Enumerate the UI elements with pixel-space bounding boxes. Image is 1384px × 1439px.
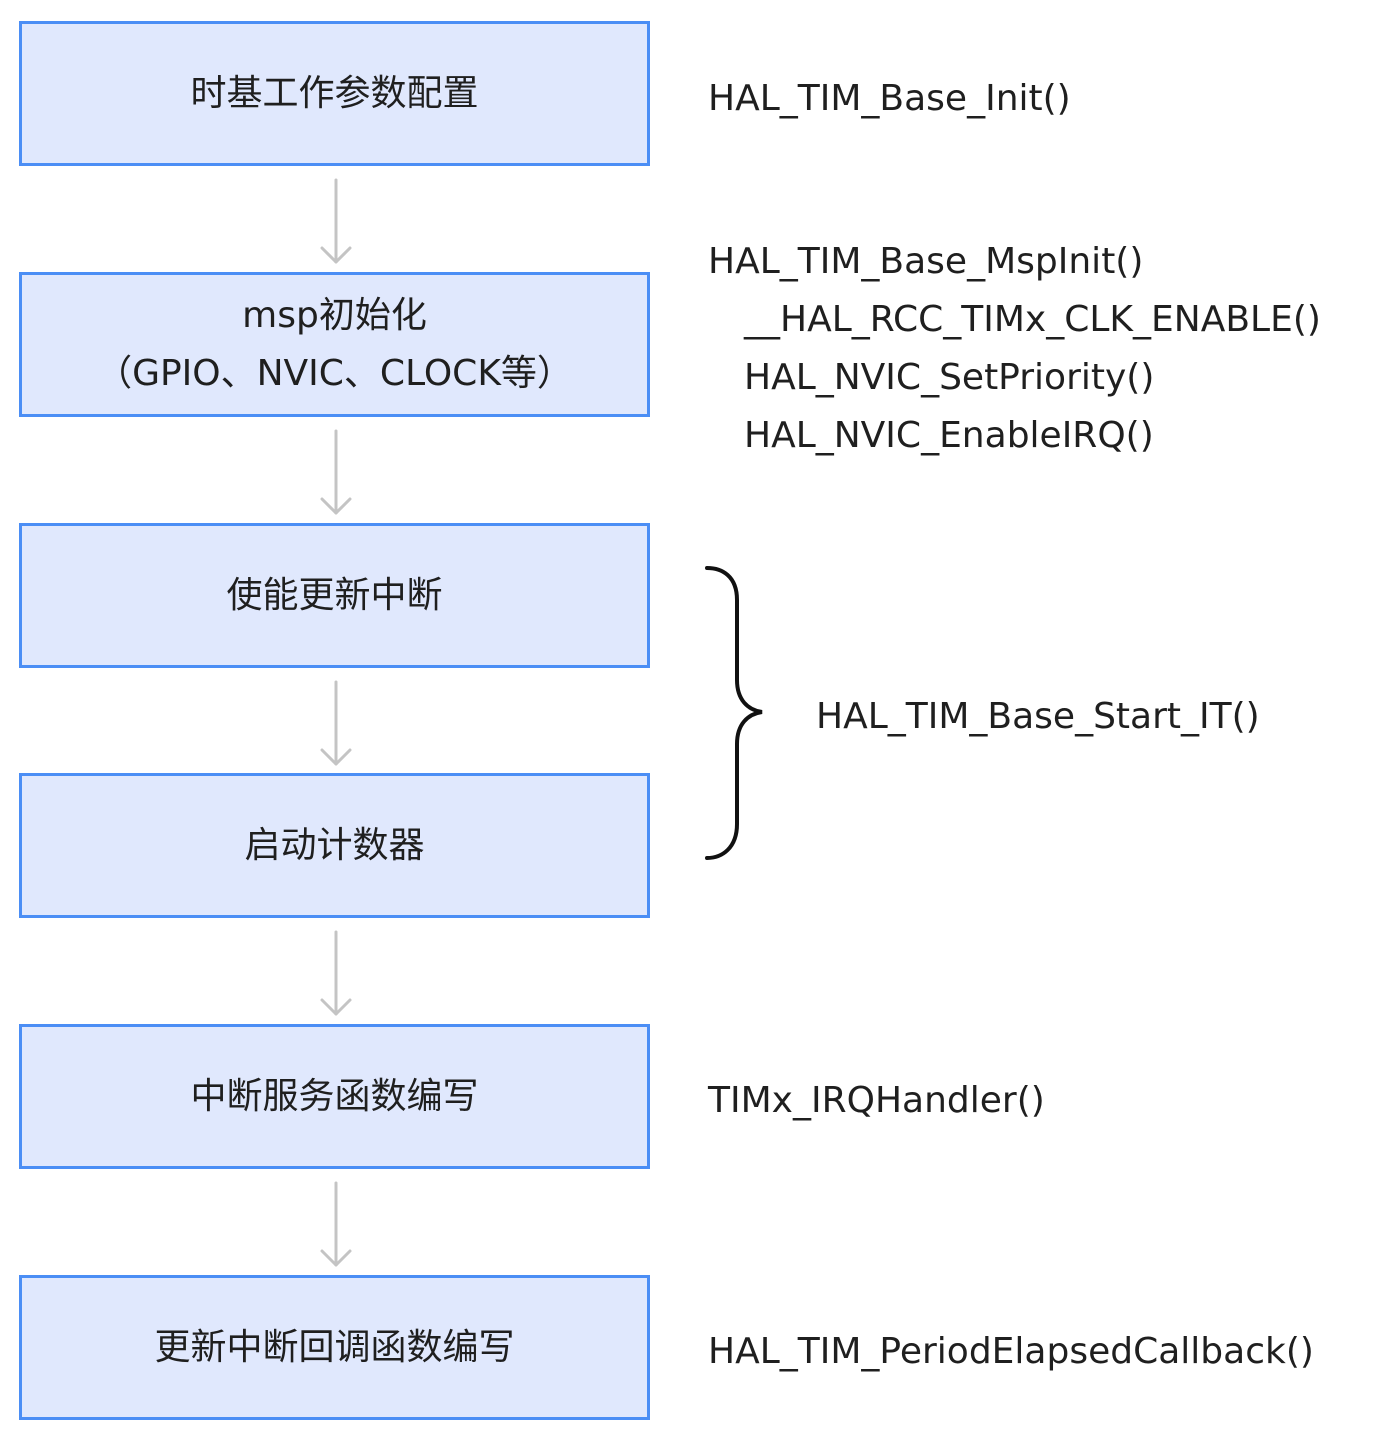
step-label: 启动计数器: [244, 824, 425, 866]
fn-base-init: HAL_TIM_Base_Init(): [708, 78, 1071, 119]
arrow-5-to-6: [320, 1181, 352, 1267]
step-box-isr-writing: 中断服务函数编写: [19, 1024, 650, 1169]
step-label: 使能更新中断: [226, 574, 443, 616]
step-box-callback-writing: 更新中断回调函数编写: [19, 1275, 650, 1420]
fn-clk-enable: __HAL_RCC_TIMx_CLK_ENABLE(): [744, 299, 1321, 340]
fn-base-start-it: HAL_TIM_Base_Start_IT(): [816, 696, 1260, 737]
fn-period-elapsed-callback: HAL_TIM_PeriodElapsedCallback(): [708, 1331, 1314, 1372]
fn-nvic-set-priority: HAL_NVIC_SetPriority(): [744, 357, 1155, 398]
step-label: 更新中断回调函数编写: [154, 1326, 515, 1368]
fn-msp-init-block: HAL_TIM_Base_MspInit() __HAL_RCC_TIMx_CL…: [708, 233, 1321, 465]
step-sublabel: （GPIO、NVIC、CLOCK等）: [96, 352, 573, 394]
step-box-timebase-config: 时基工作参数配置: [19, 21, 650, 166]
arrow-4-to-5: [320, 930, 352, 1016]
fn-msp-init: HAL_TIM_Base_MspInit(): [708, 241, 1144, 282]
step-box-start-counter: 启动计数器: [19, 773, 650, 918]
fn-irq-handler: TIMx_IRQHandler(): [708, 1080, 1045, 1121]
arrow-3-to-4: [320, 680, 352, 766]
arrow-1-to-2: [320, 178, 352, 264]
step-label: 中断服务函数编写: [190, 1075, 479, 1117]
step-box-msp-init: msp初始化 （GPIO、NVIC、CLOCK等）: [19, 272, 650, 417]
step-label: msp初始化: [242, 294, 427, 336]
fn-nvic-enable-irq: HAL_NVIC_EnableIRQ(): [744, 415, 1154, 456]
step-box-enable-update-interrupt: 使能更新中断: [19, 523, 650, 668]
step-label: 时基工作参数配置: [190, 72, 479, 114]
curly-brace: [705, 566, 763, 860]
arrow-2-to-3: [320, 429, 352, 515]
